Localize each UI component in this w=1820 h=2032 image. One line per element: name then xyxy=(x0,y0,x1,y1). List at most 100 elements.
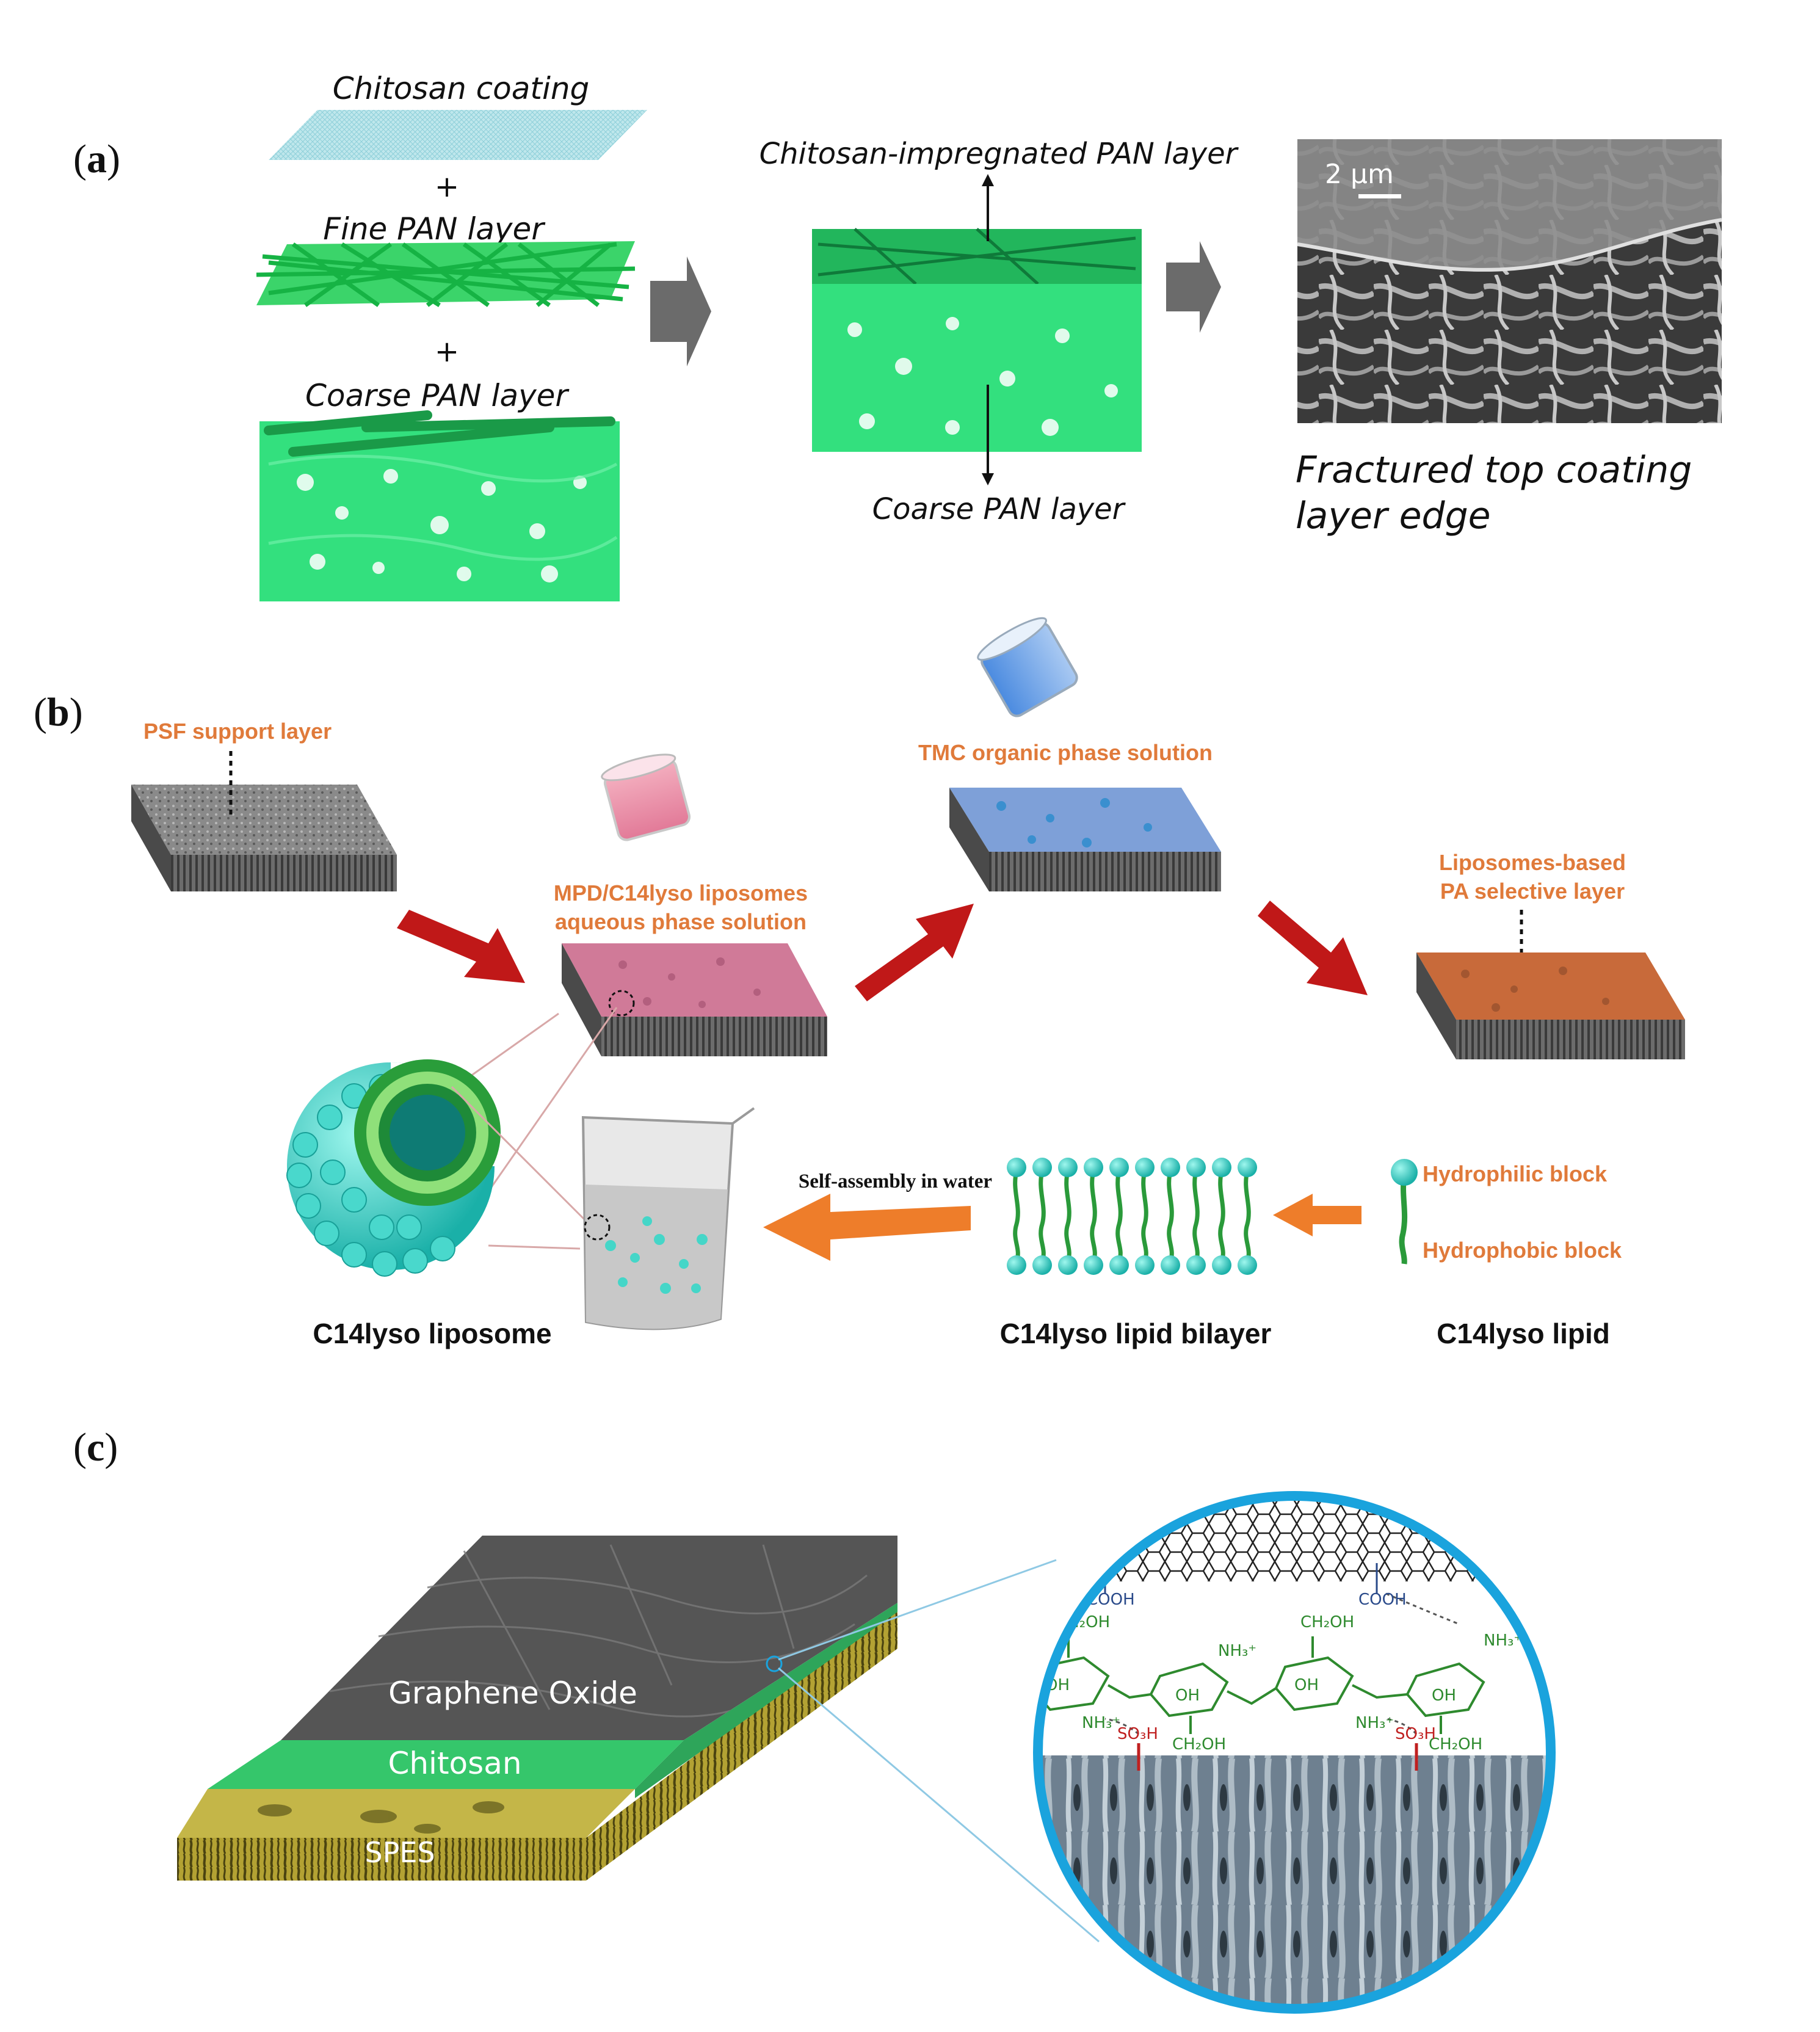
bilayer-head xyxy=(1084,1158,1103,1177)
bilayer-head xyxy=(1161,1158,1180,1177)
panel-c-label: (c) xyxy=(73,1425,118,1470)
so3h-1: SO₃H xyxy=(1117,1725,1158,1743)
hydrophobic-label: Hydrophobic block xyxy=(1423,1238,1622,1263)
bilayer-head xyxy=(1135,1158,1155,1177)
fractured-label-line1: Fractured top coating xyxy=(1296,449,1692,492)
scale-bar xyxy=(1358,194,1401,198)
process-arrow-a2 xyxy=(1166,241,1221,333)
panel-b-label: (b) xyxy=(34,690,83,735)
impregnated-block xyxy=(812,228,1142,452)
tmc-label: TMC organic phase solution xyxy=(918,740,1213,765)
bilayer-tail xyxy=(1039,1170,1046,1262)
membrane-block xyxy=(177,1536,897,1881)
mpd-slab xyxy=(562,943,827,1056)
lipid-caption: C14lyso lipid xyxy=(1437,1318,1610,1349)
panel-c: (c) Graphene Oxide Chitosan SPES xyxy=(73,1425,1556,2014)
psf-label: PSF support layer xyxy=(143,719,332,744)
liposome-sphere xyxy=(286,1007,618,1277)
nh3-2: NH₃⁺ xyxy=(1484,1631,1522,1650)
panel-a: (a) Chitosan coating + Fine PAN layer + … xyxy=(73,71,1722,601)
bilayer-head xyxy=(1058,1255,1078,1275)
bilayer-tail xyxy=(1218,1170,1225,1262)
oh-3: OH xyxy=(1294,1676,1319,1694)
mpd-label-line2: aqueous phase solution xyxy=(555,909,807,934)
scale-bar-label: 2 μm xyxy=(1325,159,1394,190)
fine-pan-mesh xyxy=(256,241,636,307)
bilayer-head xyxy=(1058,1158,1078,1177)
liposome-caption: C14lyso liposome xyxy=(313,1318,551,1349)
bilayer-head xyxy=(1007,1255,1026,1275)
pa-slab xyxy=(1416,953,1685,1059)
fractured-label-line2: layer edge xyxy=(1296,495,1491,537)
bilayer-head xyxy=(1212,1255,1231,1275)
oh-4: OH xyxy=(1432,1686,1456,1705)
bilayer-tail xyxy=(1244,1170,1251,1262)
plus-sign-1: + xyxy=(435,170,459,204)
lipid-bilayer xyxy=(1007,1158,1257,1275)
coarse-pan-block-left xyxy=(259,410,620,601)
chitosan-coating-sheet xyxy=(269,110,647,160)
chitosan-label: Chitosan xyxy=(388,1746,521,1781)
single-lipid xyxy=(1391,1159,1418,1265)
orange-arrow-1 xyxy=(763,1194,971,1261)
red-arrow-3 xyxy=(1258,901,1368,995)
coarse-pan-left-label: Coarse PAN layer xyxy=(305,378,570,413)
bilayer-tail xyxy=(1141,1170,1148,1262)
bilayer-head xyxy=(1135,1255,1155,1275)
bilayer-tail xyxy=(1115,1170,1123,1262)
bilayer-head xyxy=(1007,1158,1026,1177)
water-beaker xyxy=(451,1086,755,1330)
zoom-circle-ring xyxy=(1033,1491,1556,2014)
bilayer-head xyxy=(1109,1255,1129,1275)
impregnated-label: Chitosan-impregnated PAN layer xyxy=(760,137,1239,171)
red-arrow-2 xyxy=(855,904,974,1001)
bilayer-head xyxy=(1186,1158,1206,1177)
liposomes-based-line2: PA selective layer xyxy=(1440,879,1625,904)
self-assembly-label: Self-assembly in water xyxy=(799,1170,992,1192)
psf-slab xyxy=(131,751,397,891)
hydrophilic-label: Hydrophilic block xyxy=(1423,1161,1608,1186)
bilayer-head xyxy=(1032,1255,1052,1275)
ch2oh-3: CH₂OH xyxy=(1172,1735,1226,1754)
bilayer-head xyxy=(1238,1255,1257,1275)
bilayer-head xyxy=(1238,1158,1257,1177)
mpd-label-line1: MPD/C14lyso liposomes xyxy=(554,880,808,905)
bilayer-head xyxy=(1186,1255,1206,1275)
bilayer-head xyxy=(1109,1158,1129,1177)
tmc-slab xyxy=(949,788,1221,891)
red-arrow-1 xyxy=(397,910,525,983)
plus-sign-2: + xyxy=(435,335,459,369)
ch2oh-4: CH₂OH xyxy=(1429,1735,1482,1754)
bilayer-caption: C14lyso lipid bilayer xyxy=(1000,1318,1272,1349)
bilayer-tail xyxy=(1013,1170,1020,1262)
ch2oh-2: CH₂OH xyxy=(1300,1613,1354,1631)
bilayer-tail xyxy=(1192,1170,1200,1262)
blue-beaker xyxy=(977,617,1078,717)
oh-2: OH xyxy=(1175,1686,1200,1705)
bilayer-head xyxy=(1084,1255,1103,1275)
nh3-4: NH₃⁺ xyxy=(1355,1714,1394,1732)
nh3-1: NH₃⁺ xyxy=(1218,1642,1256,1660)
process-arrow-a1 xyxy=(650,256,711,366)
bilayer-head xyxy=(1212,1158,1231,1177)
orange-arrow-2 xyxy=(1273,1194,1361,1236)
graphene-oxide-label: Graphene Oxide xyxy=(388,1675,637,1711)
pink-beaker xyxy=(601,753,691,841)
coarse-pan-mid-label: Coarse PAN layer xyxy=(872,492,1126,526)
bilayer-tail xyxy=(1064,1170,1071,1262)
sem-image-a: 2 μm xyxy=(1297,139,1722,423)
bilayer-head xyxy=(1161,1255,1180,1275)
bilayer-tail xyxy=(1090,1170,1097,1262)
spes-label: SPES xyxy=(364,1836,435,1869)
fine-pan-label: Fine PAN layer xyxy=(323,211,546,247)
panel-a-label: (a) xyxy=(73,137,120,181)
cooh-2: COOH xyxy=(1358,1591,1407,1609)
bilayer-tail xyxy=(1167,1170,1174,1262)
bilayer-head xyxy=(1032,1158,1052,1177)
nh3-3: NH₃⁺ xyxy=(1082,1714,1120,1732)
so3h-2: SO₃H xyxy=(1395,1725,1436,1743)
liposomes-based-line1: Liposomes-based xyxy=(1439,850,1626,875)
chitosan-coating-label: Chitosan coating xyxy=(333,71,590,106)
panel-b: (b) PSF support layer MPD/C14lyso liposo… xyxy=(34,617,1685,1349)
